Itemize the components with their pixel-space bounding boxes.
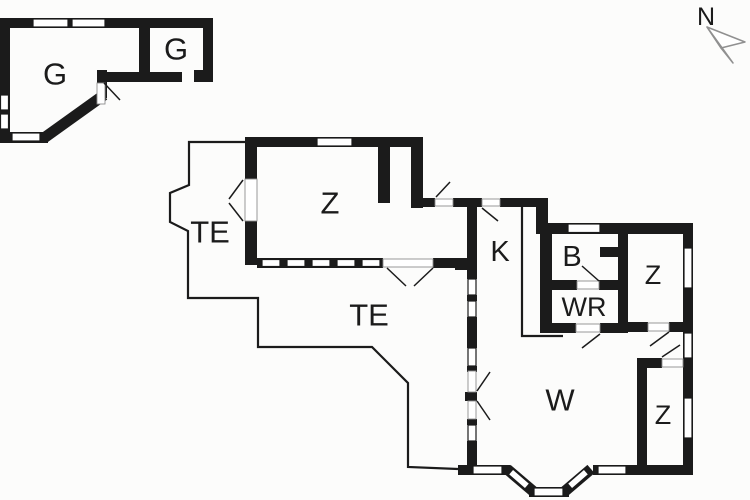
- door-swings: [228, 179, 681, 421]
- door-openings: [244, 178, 684, 420]
- terrace-outline: [168, 140, 459, 471]
- room-label-bedroom-east: Z: [645, 260, 662, 290]
- room-label-utility: WR: [562, 292, 607, 322]
- north-arrow-icon: [706, 26, 746, 64]
- room-label-garage-second: G: [164, 32, 188, 67]
- room-label-bathroom: B: [562, 241, 581, 273]
- room-label-terrace-lower: TE: [349, 298, 389, 333]
- room-label-terrace-upper: TE: [190, 215, 230, 250]
- room-label-kitchen: K: [490, 236, 510, 268]
- kitchen-boundary-line: [520, 207, 563, 338]
- garage-chamfer-wall: [40, 90, 108, 143]
- room-label-garage-main: G: [43, 57, 67, 92]
- room-label-living-room: W: [545, 383, 575, 418]
- house-windows: [261, 137, 693, 497]
- garage-door: [96, 82, 121, 105]
- room-labels: G G Z TE TE K B WR Z W Z: [43, 32, 671, 431]
- garage-windows: [0, 18, 106, 142]
- compass: N: [697, 3, 746, 64]
- compass-north-label: N: [697, 3, 715, 31]
- room-label-bedroom-north: Z: [321, 186, 340, 221]
- room-label-bedroom-southeast: Z: [655, 400, 672, 430]
